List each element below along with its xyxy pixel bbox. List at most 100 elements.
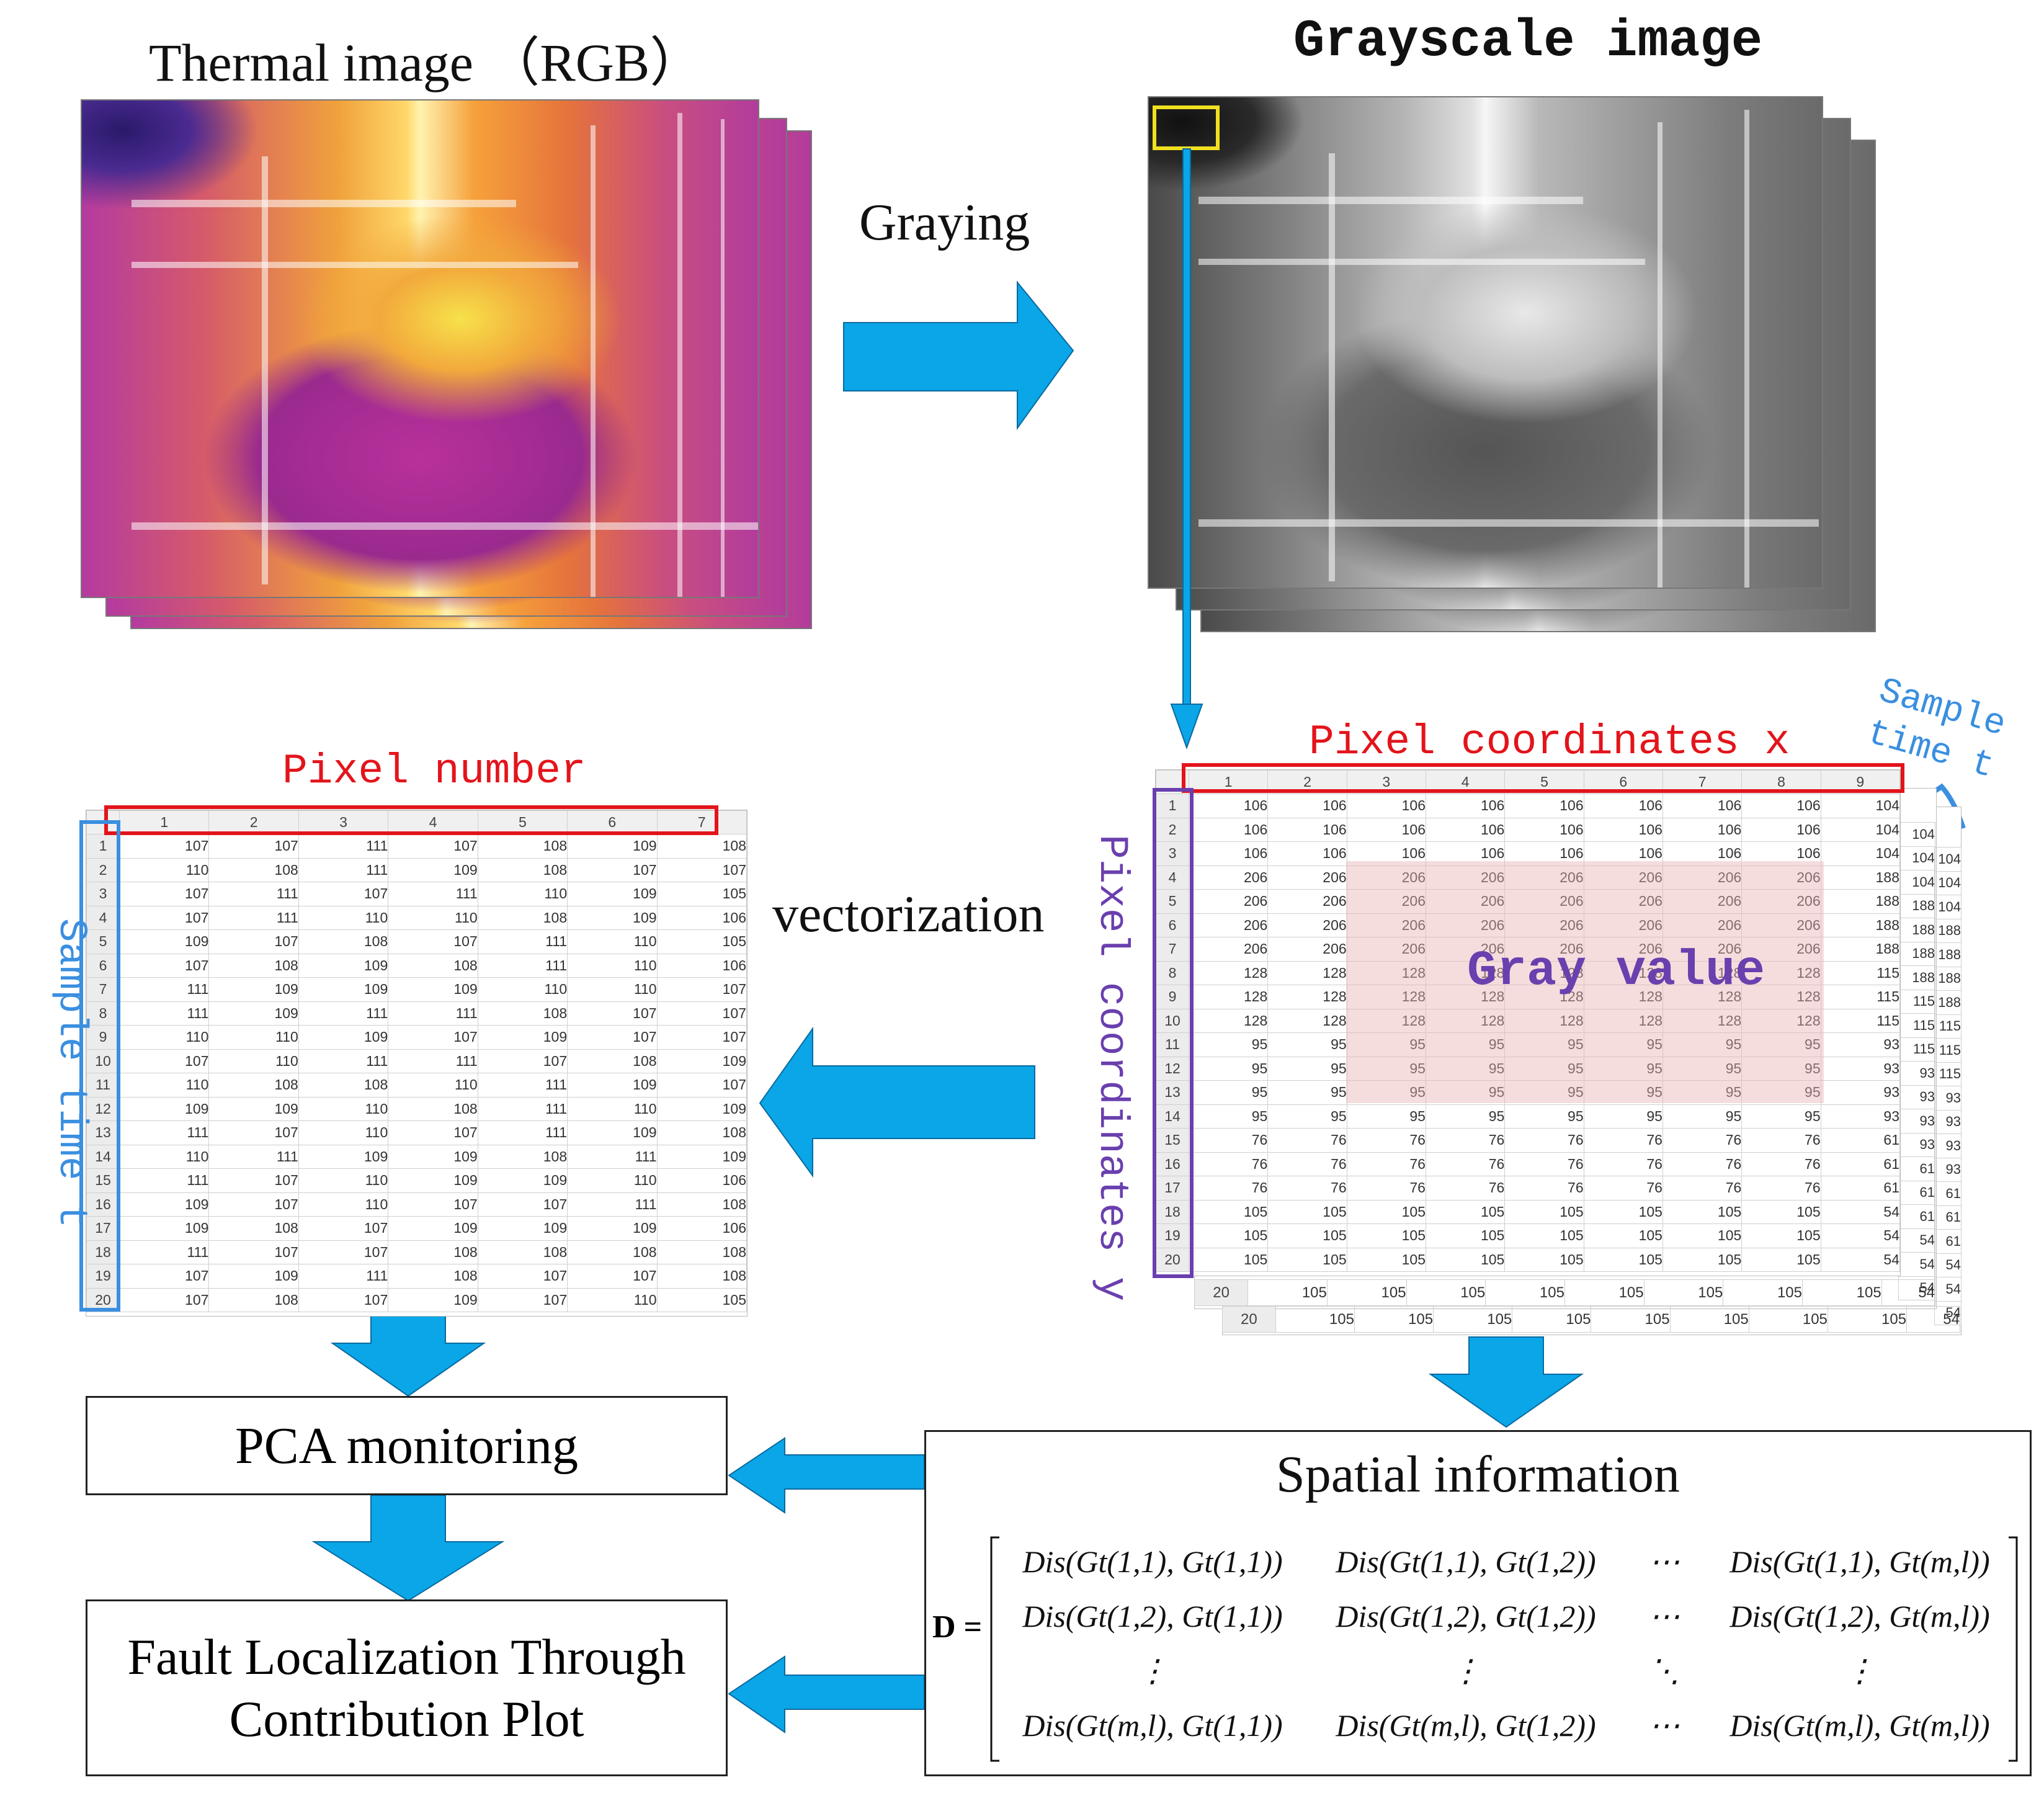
table-row: 54 <box>1934 1253 1961 1277</box>
table-cell: 128 <box>1583 1008 1663 1033</box>
table-cell: 108 <box>208 1073 299 1098</box>
table-cell: 206 <box>1583 889 1663 914</box>
table-cell: 106 <box>656 953 748 978</box>
table-cell: 115 <box>1898 989 1935 1014</box>
table-cell: 108 <box>388 1264 478 1289</box>
table-cell: 206 <box>1583 913 1663 937</box>
table-cell: 107 <box>656 1001 748 1026</box>
table-cell: 54 <box>1820 1247 1901 1272</box>
table-cell: 206 <box>1267 913 1347 937</box>
table-cell: 106 <box>1504 794 1584 818</box>
table-cell: 76 <box>1662 1128 1743 1153</box>
table-cell: 206 <box>1741 865 1821 890</box>
row-header: 15 <box>1156 1128 1189 1153</box>
table-cell: 206 <box>1425 937 1506 962</box>
table-cell: 95 <box>1425 1104 1506 1129</box>
selection-to-table-arrowhead <box>1170 704 1203 749</box>
thermal-image-layer-1 <box>81 99 759 598</box>
table-cell: 206 <box>1346 889 1426 914</box>
matrix-entry: Dis(Gt(1,2), Gt(m,l)) <box>1729 1599 1990 1634</box>
table-cell: 109 <box>567 1073 658 1098</box>
row-header: 2 <box>86 857 120 882</box>
table-cell: 107 <box>477 1192 568 1217</box>
table-cell: 106 <box>1662 817 1743 842</box>
table-cell: 107 <box>118 953 210 978</box>
table-cell: 105 <box>1425 1199 1506 1224</box>
table-cell: 111 <box>567 1192 658 1217</box>
table-cell: 93 <box>1934 1109 1961 1134</box>
table-cell: 108 <box>388 1096 478 1121</box>
table-cell: 107 <box>118 905 210 930</box>
table-cell: 110 <box>388 1073 478 1098</box>
distance-matrix: Dis(Gt(1,1), Gt(1,1))Dis(Gt(1,1), Gt(1,2… <box>997 1534 2015 1753</box>
table-cell: 128 <box>1741 960 1821 985</box>
table-cell: 128 <box>1504 985 1584 1009</box>
grayscale-image-title: Grayscale image <box>1293 12 1763 71</box>
table-cell: 109 <box>118 1096 210 1121</box>
table-row: 93 <box>1898 1109 1935 1134</box>
table-row: 104 <box>1934 895 1961 919</box>
table-cell: 93 <box>1898 1085 1935 1109</box>
table-cell: 95 <box>1741 1032 1821 1057</box>
table-row: 93 <box>1934 1109 1961 1134</box>
table-cell: 128 <box>1425 1008 1506 1033</box>
table-cell: 109 <box>298 977 389 1002</box>
table-cell: 104 <box>1898 870 1935 895</box>
table-cell: 111 <box>477 953 568 978</box>
table-cell: 109 <box>567 1216 658 1241</box>
table-row: 61 <box>1934 1229 1961 1254</box>
table-cell: 76 <box>1188 1128 1269 1153</box>
table-cell: 109 <box>118 929 210 954</box>
table-cell: 107 <box>298 882 389 906</box>
table-cell: 104 <box>1934 870 1961 895</box>
pixel-coordinates-y-label: Pixel coordinates y <box>1089 834 1135 1302</box>
table-cell: 104 <box>1820 841 1901 866</box>
table-cell: 109 <box>208 1001 299 1026</box>
row-header: 8 <box>1156 960 1189 985</box>
table-cell: 95 <box>1346 1104 1426 1129</box>
table-cell: 206 <box>1504 913 1584 937</box>
table-cell: 107 <box>388 929 478 954</box>
table-cell: 109 <box>208 977 299 1002</box>
table-cell: 76 <box>1504 1128 1584 1153</box>
table-cell: 109 <box>388 1287 478 1312</box>
column-header: 1 <box>118 810 210 834</box>
table-cell: 76 <box>1662 1152 1743 1176</box>
table-cell: 107 <box>118 882 210 906</box>
table-cell: 107 <box>477 1264 568 1289</box>
table-cell: 107 <box>298 1216 389 1241</box>
table-cell: 206 <box>1267 865 1347 890</box>
table-cell: 110 <box>208 1025 299 1050</box>
table-cell: 106 <box>1267 841 1347 866</box>
table-cell: 106 <box>1346 794 1426 818</box>
table-cell: 106 <box>656 1168 748 1193</box>
table-cell: 105 <box>1643 1279 1724 1306</box>
gray-value-label: Gray value <box>1467 943 1765 1000</box>
table-cell: 76 <box>1741 1152 1821 1176</box>
table-cell: 105 <box>1433 1306 1513 1333</box>
table-cell: 106 <box>1583 794 1663 818</box>
table-cell: 109 <box>388 1216 478 1241</box>
row-header: 6 <box>86 953 120 978</box>
row-header: 20 <box>1156 1247 1189 1272</box>
table-row: 188 <box>1934 942 1961 967</box>
table-cell: 95 <box>1504 1056 1584 1081</box>
table-cell: 111 <box>208 1144 299 1169</box>
table-cell: 76 <box>1662 1176 1743 1201</box>
table-cell: 111 <box>477 929 568 954</box>
table-row: 115 <box>1898 989 1935 1014</box>
table-cell: 107 <box>118 1049 210 1073</box>
table-cell: 107 <box>388 1192 478 1217</box>
table-cell: 109 <box>118 1216 210 1241</box>
matrix-entry: ⋮ <box>1450 1653 1481 1688</box>
table-cell: 110 <box>477 977 568 1002</box>
